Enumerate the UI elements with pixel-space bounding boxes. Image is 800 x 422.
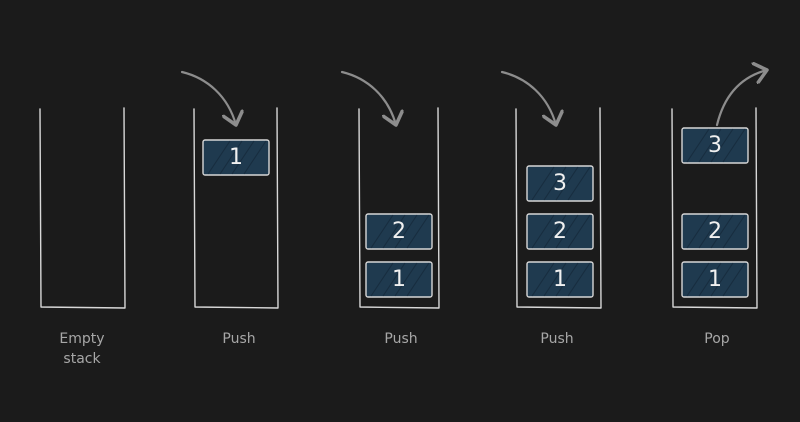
stack-item-label: 1 <box>392 267 406 292</box>
stack-item: 2 <box>365 213 433 250</box>
stage-caption: Empty <box>59 331 104 347</box>
stack-outline <box>671 107 758 309</box>
stack-item-label: 3 <box>708 133 722 158</box>
stage-push-3: 3 2 1 Push <box>500 70 602 347</box>
stack-item-label: 2 <box>392 219 406 244</box>
stack-item: 3 <box>526 165 594 202</box>
stack-outline <box>39 107 126 309</box>
stack-item: 1 <box>365 261 433 298</box>
stack-item: 3 <box>681 127 749 164</box>
stack-item-label: 2 <box>553 219 567 244</box>
stack-outline <box>358 107 440 309</box>
stage-caption: Push <box>540 331 573 347</box>
stage-empty: Empty stack <box>39 107 126 367</box>
stack-outline <box>515 107 602 309</box>
stack-item: 1 <box>202 139 270 176</box>
stage-caption: Pop <box>704 331 730 347</box>
stage-caption: Push <box>384 331 417 347</box>
stack-item-label: 1 <box>708 267 722 292</box>
stack-item: 2 <box>681 213 749 250</box>
stack-outline <box>193 107 279 309</box>
push-arrow-icon <box>180 70 236 125</box>
stack-item: 1 <box>526 261 594 298</box>
push-arrow-icon <box>500 70 556 125</box>
stack-item: 2 <box>526 213 594 250</box>
stage-push-1: 1 Push <box>180 70 279 347</box>
stage-pop: 3 2 1 Pop <box>671 70 767 347</box>
stack-item-label: 1 <box>229 145 243 170</box>
stack-item-label: 1 <box>553 267 567 292</box>
stack-item-label: 2 <box>708 219 722 244</box>
pop-arrow-icon <box>715 70 767 127</box>
stage-push-2: 2 1 Push <box>340 70 440 347</box>
push-arrow-icon <box>340 70 396 125</box>
stage-caption: stack <box>63 351 101 367</box>
stage-caption: Push <box>222 331 255 347</box>
stack-item: 1 <box>681 261 749 298</box>
stack-item-label: 3 <box>553 171 567 196</box>
